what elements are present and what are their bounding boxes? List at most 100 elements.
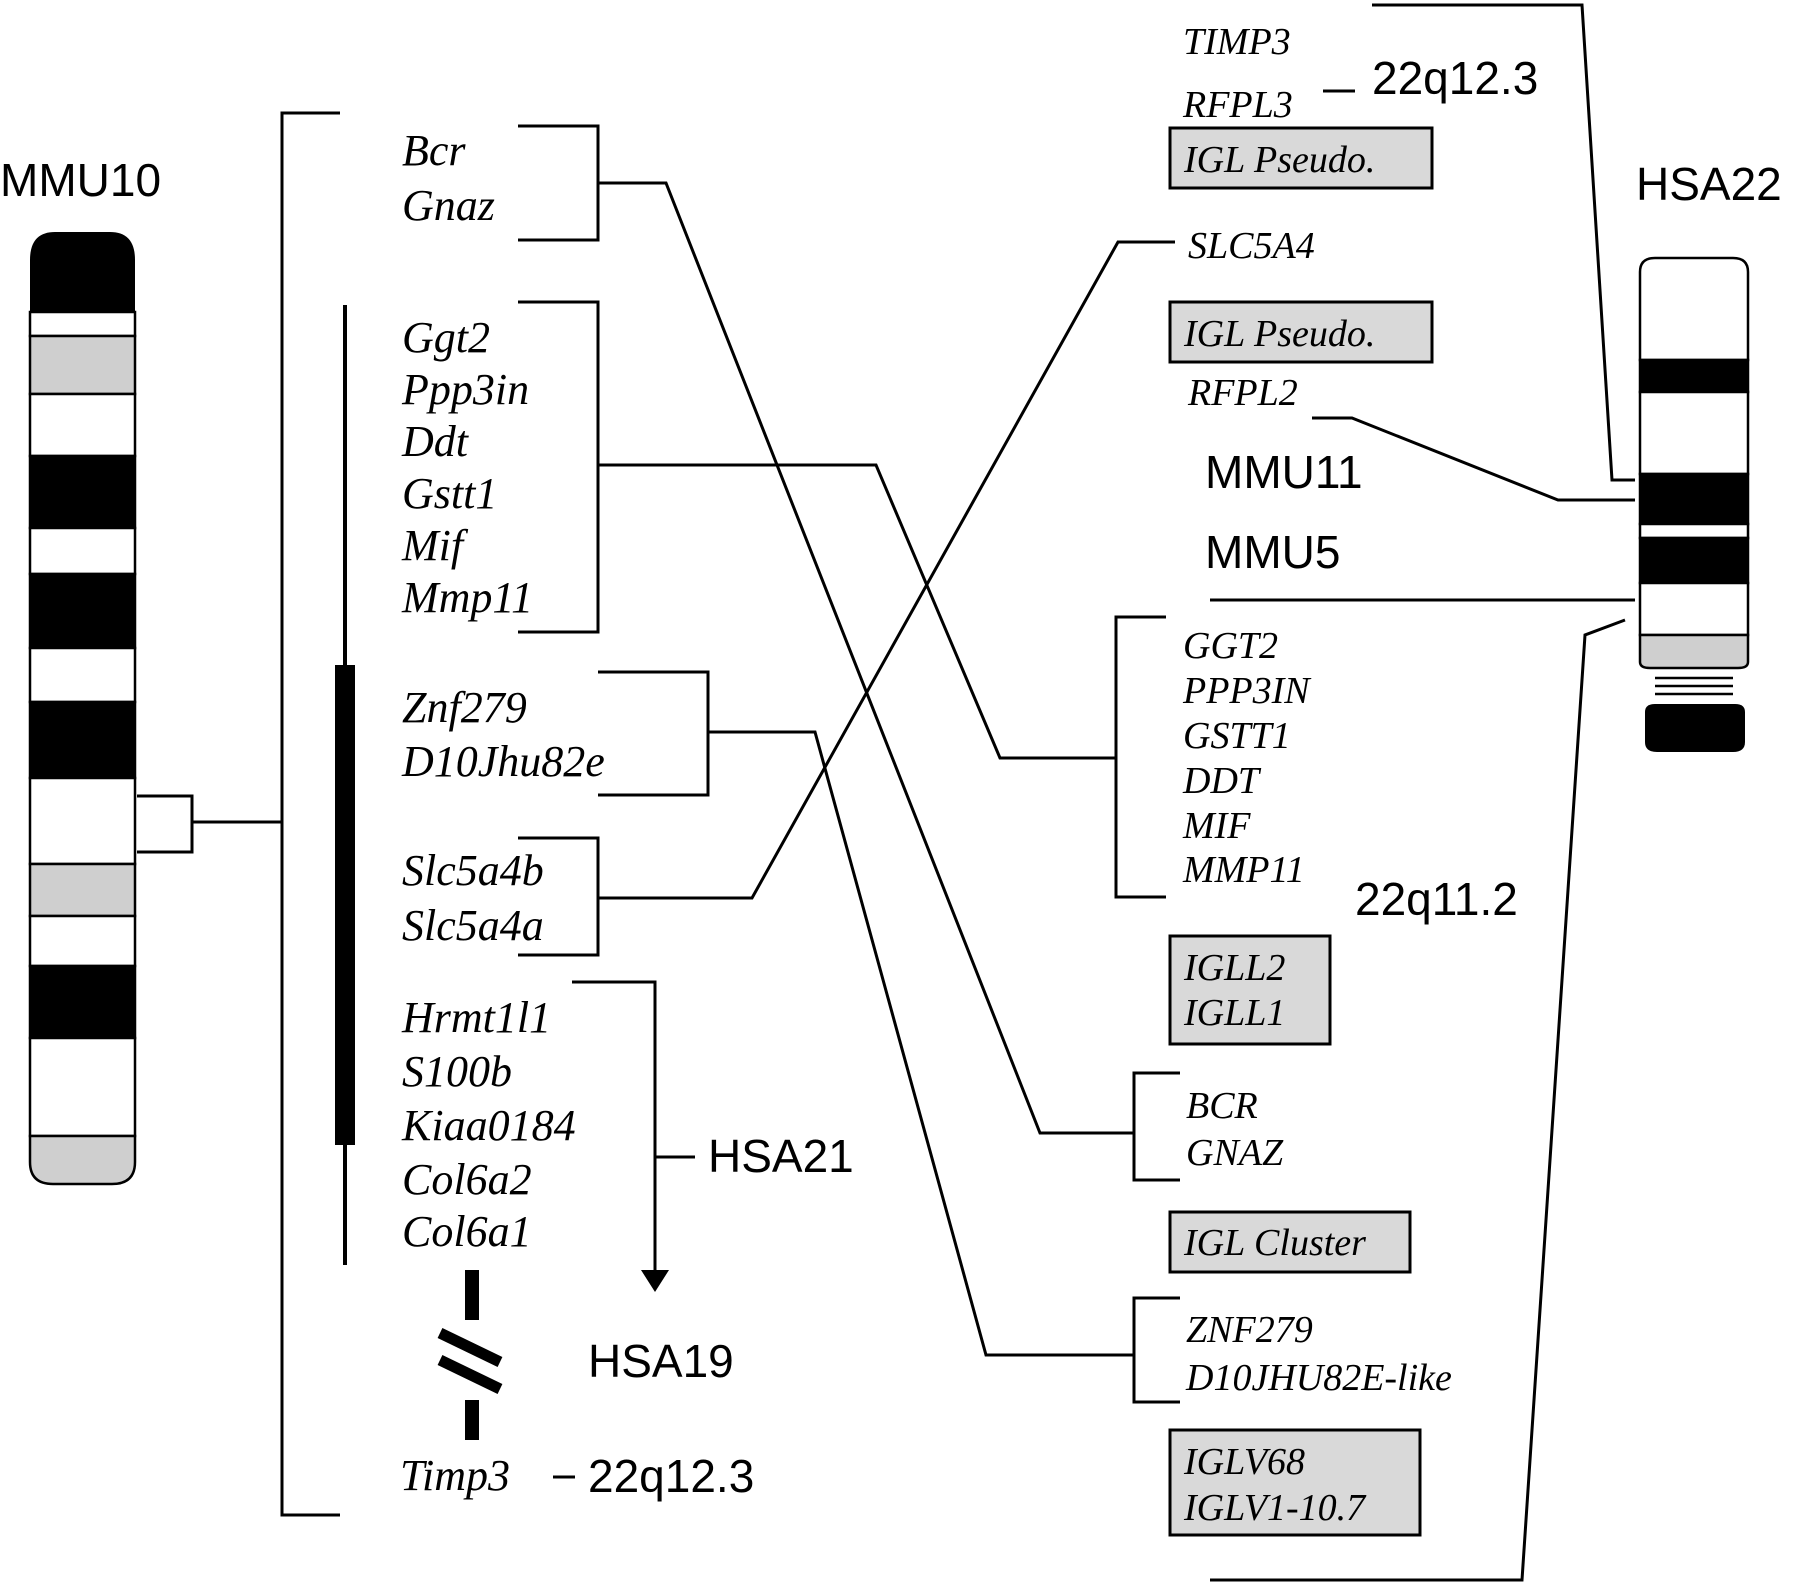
igl-pseudo-label: IGL Pseudo. <box>1183 313 1375 355</box>
mmu10-title: MMU10 <box>0 154 161 206</box>
human-gene: GSTT1 <box>1183 715 1291 757</box>
mouse-gene: Znf279 <box>402 683 527 732</box>
mmu10-band <box>28 700 137 780</box>
mouse-gene-group-hrmt1l1: Hrmt1l1 S100b Kiaa0184 Col6a2 Col6a1 <box>401 993 576 1256</box>
mouse-group-bracket <box>598 670 710 797</box>
hsa22-title: HSA22 <box>1636 158 1782 210</box>
igl-pseudo-box <box>1168 126 1434 190</box>
mouse-region-bracket <box>280 111 340 1517</box>
mouse-gene: Kiaa0184 <box>401 1101 576 1150</box>
hsa22-band <box>1638 390 1750 476</box>
igl-cluster-label: IGL Cluster <box>1183 1222 1366 1264</box>
mouse-gene: Mmp11 <box>401 573 533 622</box>
mouse-gene: Ppp3in <box>401 365 529 414</box>
hsa22-band <box>1638 536 1750 585</box>
hsa22-satellite <box>1645 704 1745 752</box>
break-symbol <box>437 1328 503 1367</box>
mouse-gene: Gnaz <box>402 181 495 230</box>
mouse-gene: Col6a1 <box>402 1207 532 1256</box>
band-label-mid: 22q11.2 <box>1355 873 1518 925</box>
mouse-gene: Bcr <box>402 126 466 175</box>
igl-pseudo-label: IGL Pseudo. <box>1183 139 1375 181</box>
hsa22-line-top <box>1372 3 1635 482</box>
hsa22-line-rfpl2 <box>1312 416 1635 502</box>
human-gene-rfpl2: RFPL2 <box>1187 372 1298 414</box>
mouse-gene: D10Jhu82e <box>401 737 605 786</box>
hsa22-band <box>1638 472 1750 526</box>
mmu10-band <box>28 776 137 866</box>
hsa22-band <box>1638 581 1750 637</box>
mmu10-band <box>28 914 137 968</box>
human-group-bracket <box>1114 615 1166 899</box>
mouse-gene: Col6a2 <box>402 1155 532 1204</box>
mmu5-label: MMU5 <box>1205 526 1340 578</box>
hsa22-band <box>1638 256 1750 362</box>
iglv-box <box>1168 1428 1422 1537</box>
mouse-gene: Hrmt1l1 <box>401 993 551 1042</box>
mouse-gene-group-ggt2: Ggt2 Ppp3in Ddt Gstt1 Mif Mmp11 <box>401 313 533 622</box>
mmu10-band <box>28 862 137 918</box>
mouse-group-bracket <box>518 124 600 242</box>
igll-label: IGLL2 <box>1183 947 1285 989</box>
mmu10-band <box>28 964 137 1040</box>
mouse-gene: Gstt1 <box>402 469 497 518</box>
human-gene: PPP3IN <box>1182 670 1312 712</box>
human-gene: RFPL3 <box>1182 84 1293 126</box>
hsa21-arrow-head <box>641 1270 669 1292</box>
mouse-gene-timp3: Timp3 <box>400 1451 510 1500</box>
human-gene-group-ggt2: GGT2 PPP3IN GSTT1 DDT MIF MMP11 <box>1182 625 1312 891</box>
mmu10-band <box>28 526 137 576</box>
human-group-bracket <box>1132 1296 1180 1404</box>
human-gene: TIMP3 <box>1183 21 1291 63</box>
igll-box <box>1168 934 1332 1046</box>
hsa21-label: HSA21 <box>708 1130 854 1182</box>
mouse-gene: Slc5a4a <box>402 901 544 950</box>
mmu11-label: MMU11 <box>1205 446 1363 498</box>
mmu10-band <box>28 646 137 704</box>
mmu10-band <box>28 310 137 338</box>
mmu10-centromere-cap <box>30 232 135 312</box>
mouse-group-bracket <box>518 300 600 634</box>
band-label-top: 22q12.3 <box>1372 52 1538 104</box>
human-gene: DDT <box>1182 760 1262 802</box>
mmu10-region-bracket <box>137 794 194 854</box>
mmu10-band <box>28 454 137 530</box>
human-gene: MMP11 <box>1182 849 1305 891</box>
human-gene: MIF <box>1182 805 1251 847</box>
mmu10-ideogram <box>28 232 137 1186</box>
break-symbol <box>437 1355 503 1394</box>
human-gene: GNAZ <box>1186 1132 1284 1174</box>
human-gene: BCR <box>1186 1085 1258 1127</box>
iglv-label: IGLV68 <box>1183 1441 1305 1483</box>
mmu10-band <box>28 1134 137 1186</box>
hsa19-label: HSA19 <box>588 1335 734 1387</box>
human-gene: D10JHU82E-like <box>1185 1357 1452 1399</box>
igl-cluster-box <box>1168 1210 1412 1274</box>
human-gene: GGT2 <box>1183 625 1278 667</box>
mouse-gene-group-znf279: Znf279 D10Jhu82e <box>401 683 605 786</box>
mmu10-band <box>28 334 137 396</box>
mouse-gene: Mif <box>401 521 469 570</box>
mouse-gene: Ggt2 <box>402 313 490 362</box>
link-ggt2-group <box>598 463 1116 760</box>
human-gene-slc5a4: SLC5A4 <box>1188 225 1315 267</box>
hsa21-arrow-line <box>572 980 657 1270</box>
mmu10-band <box>28 392 137 458</box>
igll-label: IGLL1 <box>1183 992 1285 1034</box>
hsa22-line-bottom <box>1210 618 1626 1582</box>
hsa22-band <box>1638 633 1750 670</box>
mouse-gene: Ddt <box>401 417 470 466</box>
hsa22-ideogram <box>1638 256 1750 752</box>
mmu10-band <box>28 572 137 650</box>
link-bcr-gnaz <box>598 181 1134 1135</box>
mmu10-band <box>28 1036 137 1138</box>
hsa22-band <box>1638 358 1750 394</box>
human-gene: ZNF279 <box>1186 1309 1313 1351</box>
link-slc5a4 <box>598 240 1175 900</box>
timp3-band-label: 22q12.3 <box>588 1450 754 1502</box>
human-group-bracket <box>1132 1071 1180 1182</box>
mouse-gene-group-bcr: Bcr Gnaz <box>402 126 495 230</box>
iglv-label: IGLV1-10.7 <box>1183 1487 1367 1529</box>
mouse-gene: S100b <box>402 1047 512 1096</box>
